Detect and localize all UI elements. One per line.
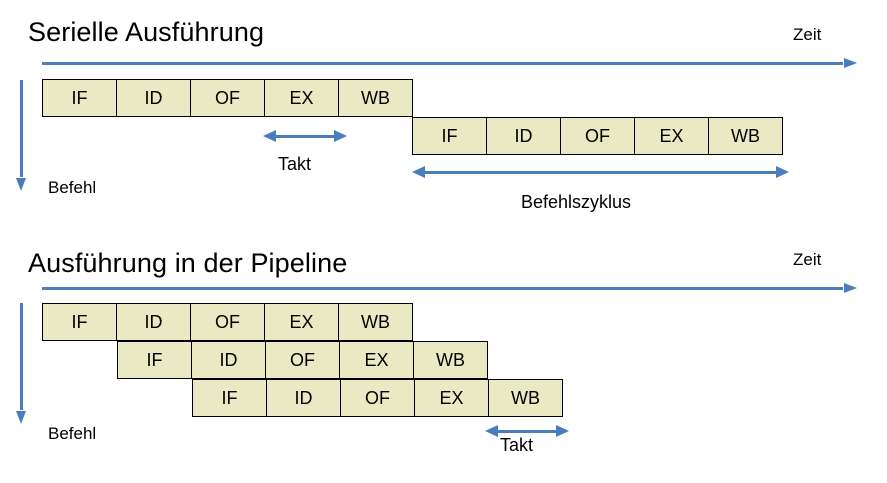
arrowhead-right-icon bbox=[776, 166, 789, 178]
stage-row-pipeline-2: IF ID OF EX WB bbox=[117, 341, 488, 379]
measure-shaft bbox=[420, 170, 781, 174]
stage-box[interactable]: IF bbox=[117, 341, 192, 379]
measure-label-takt-serial: Takt bbox=[278, 154, 312, 174]
stage-box[interactable]: WB bbox=[413, 341, 488, 379]
stage-box[interactable]: ID bbox=[486, 117, 561, 155]
instruction-axis-label-serial: Befehl bbox=[48, 178, 97, 197]
stage-box[interactable]: OF bbox=[560, 117, 635, 155]
measure-arrow-takt-serial bbox=[263, 130, 347, 142]
stage-box[interactable]: WB bbox=[338, 79, 413, 117]
time-axis-pipeline bbox=[42, 283, 857, 295]
arrowhead-left-icon bbox=[263, 130, 276, 142]
stage-box[interactable]: EX bbox=[634, 117, 709, 155]
time-axis-shaft bbox=[42, 62, 843, 65]
stage-box[interactable]: ID bbox=[266, 379, 341, 417]
stage-row-pipeline-3: IF ID OF EX WB bbox=[192, 379, 563, 417]
time-axis-arrowhead-icon bbox=[844, 58, 857, 68]
stage-box[interactable]: WB bbox=[708, 117, 783, 155]
arrowhead-right-icon bbox=[334, 130, 347, 142]
stage-row-serial-2: IF ID OF EX WB bbox=[412, 117, 783, 155]
instruction-axis-shaft bbox=[20, 80, 23, 177]
measure-label-befehlszyklus: Befehlszyklus bbox=[521, 192, 632, 212]
instruction-axis-pipeline bbox=[16, 303, 28, 424]
page-title-serial: Serielle Ausführung bbox=[28, 17, 265, 47]
stage-box[interactable]: EX bbox=[339, 341, 414, 379]
measure-arrow-takt-pipeline bbox=[485, 425, 569, 437]
instruction-axis-label-pipeline: Befehl bbox=[48, 424, 97, 443]
stage-box[interactable]: EX bbox=[414, 379, 489, 417]
stage-box[interactable]: ID bbox=[116, 303, 191, 341]
stage-box[interactable]: IF bbox=[42, 303, 117, 341]
stage-box[interactable]: OF bbox=[265, 341, 340, 379]
stage-box[interactable]: IF bbox=[42, 79, 117, 117]
measure-shaft bbox=[493, 429, 561, 433]
time-axis-label-pipeline: Zeit bbox=[793, 250, 822, 269]
arrowhead-left-icon bbox=[485, 425, 498, 437]
stage-box[interactable]: ID bbox=[116, 79, 191, 117]
instruction-axis-shaft bbox=[20, 303, 23, 410]
stage-box[interactable]: WB bbox=[488, 379, 563, 417]
instruction-axis-arrowhead-icon bbox=[16, 411, 26, 424]
instruction-axis-serial bbox=[16, 80, 28, 191]
time-axis-label-serial: Zeit bbox=[793, 25, 822, 44]
arrowhead-left-icon bbox=[412, 166, 425, 178]
stage-box[interactable]: OF bbox=[190, 303, 265, 341]
stage-box[interactable]: OF bbox=[190, 79, 265, 117]
measure-arrow-befehlszyklus bbox=[412, 166, 789, 178]
stage-box[interactable]: IF bbox=[192, 379, 267, 417]
page-title-pipeline: Ausführung in der Pipeline bbox=[28, 248, 348, 278]
stage-box[interactable]: OF bbox=[340, 379, 415, 417]
arrowhead-right-icon bbox=[556, 425, 569, 437]
instruction-axis-arrowhead-icon bbox=[16, 178, 26, 191]
time-axis-serial bbox=[42, 58, 857, 70]
time-axis-shaft bbox=[42, 287, 843, 290]
measure-label-takt-pipeline: Takt bbox=[500, 435, 534, 455]
stage-box[interactable]: EX bbox=[264, 303, 339, 341]
stage-box[interactable]: ID bbox=[191, 341, 266, 379]
stage-box[interactable]: WB bbox=[338, 303, 413, 341]
measure-shaft bbox=[271, 134, 339, 138]
stage-row-serial-1: IF ID OF EX WB bbox=[42, 79, 413, 117]
time-axis-arrowhead-icon bbox=[844, 283, 857, 293]
stage-box[interactable]: EX bbox=[264, 79, 339, 117]
stage-row-pipeline-1: IF ID OF EX WB bbox=[42, 303, 413, 341]
stage-box[interactable]: IF bbox=[412, 117, 487, 155]
